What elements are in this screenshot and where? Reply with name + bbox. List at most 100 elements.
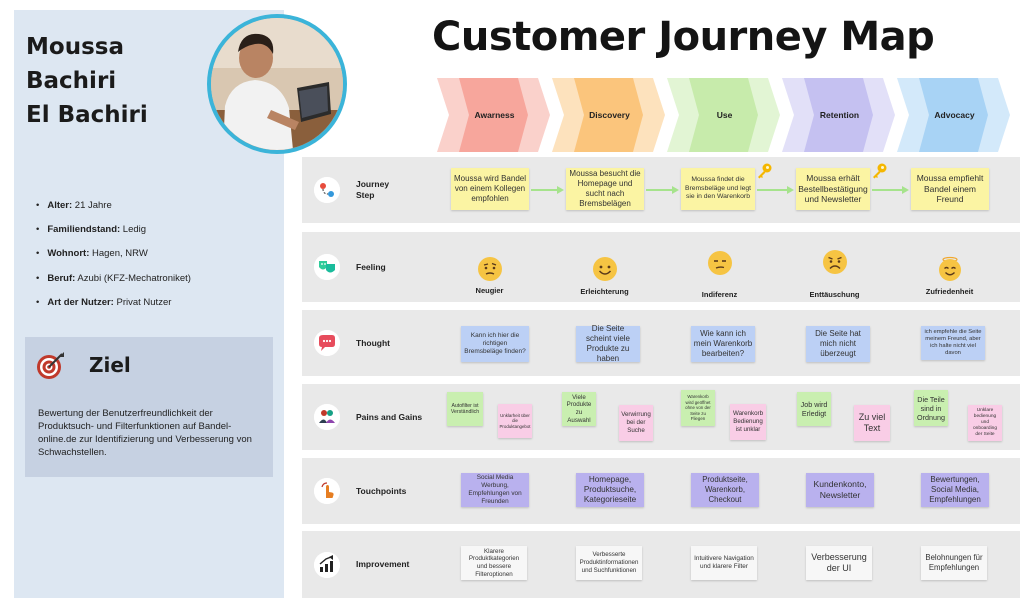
gain-note: Viele Produkte zu Auswahl xyxy=(562,392,596,426)
feeling-label: Indiferenz xyxy=(701,290,738,299)
pain-note: Zu viel Text xyxy=(854,405,890,441)
journey-step-note: Moussa erhält Bestellbestätigung und New… xyxy=(796,168,870,210)
journey-step-note: Moussa empfiehlt Bandel einem Freund xyxy=(911,168,989,210)
phase-3: Retention xyxy=(782,78,897,152)
unamused-face-icon xyxy=(707,250,733,276)
touchpoint-note: Produktseite, Warenkorb, Checkout xyxy=(691,473,759,507)
growth-chart-icon xyxy=(314,551,340,578)
journey-step-note: Moussa besucht die Homepage und sucht na… xyxy=(566,168,644,210)
page-title: Customer Journey Map xyxy=(432,14,935,60)
curious-face-icon xyxy=(477,256,503,282)
persona-fact-user-type: Art der Nutzer: Privat Nutzer xyxy=(36,297,191,321)
row-label-text: Pains and Gains xyxy=(356,412,422,423)
feeling-label: Zufriedenheit xyxy=(925,287,974,296)
phase-2: Use xyxy=(667,78,782,152)
pain-note: Unklare bedienung und onboarding der Sei… xyxy=(968,405,1002,441)
thought-note: ich empfehle die Seite meinem Freund, ab… xyxy=(921,326,985,360)
phase-chevron xyxy=(782,78,895,152)
pain-note: Verwirrung bei der Suche xyxy=(619,405,653,441)
row-background xyxy=(302,458,1020,524)
persona-fact-job: Beruf: Azubi (KFZ-Mechatroniket) xyxy=(36,273,191,297)
row-label-line: Touchpoints xyxy=(356,485,407,496)
row-label-5: Improvement xyxy=(302,531,436,598)
angel-face-icon xyxy=(937,256,963,282)
thought-note: Kann ich hier die richtigen Bremsbeläge … xyxy=(461,326,529,362)
row-background xyxy=(302,384,1020,450)
row-background xyxy=(302,232,1020,302)
phase-4: Advocacy xyxy=(897,78,1012,152)
persona-name-line: Moussa xyxy=(26,34,124,60)
gain-note: Warenkorb wird geöffnet ohne von der Sei… xyxy=(681,390,715,426)
touchpoint-note: Kundenkonto, Newsletter xyxy=(806,473,874,507)
row-label-text: Touchpoints xyxy=(356,486,406,497)
gain-note: Autofilter ist Verständlich xyxy=(447,392,483,426)
touchpoint-note: Homepage, Produktsuche, Kategorieseite xyxy=(576,473,644,507)
row-background xyxy=(302,310,1020,376)
phase-0: Awarness xyxy=(437,78,552,152)
row-label-line: Journey xyxy=(356,179,390,189)
row-label-1: Feeling xyxy=(302,232,436,302)
goal-box: Ziel Bewertung der Benutzerfreundlichkei… xyxy=(25,337,273,477)
goal-title: Ziel xyxy=(89,353,131,377)
journey-step-note: Moussa findet die Bremsbeläge und legt s… xyxy=(681,168,755,210)
row-label-line: Step xyxy=(356,190,375,200)
row-label-2: Thought xyxy=(302,310,436,376)
persona-name: Moussa Bachiri El Bachiri xyxy=(26,30,206,132)
people-icon xyxy=(314,404,340,430)
improvement-note: Belohnungen für Empfehlungen xyxy=(921,546,987,580)
phase-label: Use xyxy=(716,110,733,120)
phase-label: Retention xyxy=(819,110,860,120)
feeling-label: Erleichterung xyxy=(580,287,629,296)
phase-chevron xyxy=(437,78,550,152)
phase-label: Discovery xyxy=(589,110,630,120)
smiling-face-icon xyxy=(592,256,618,282)
key-icon xyxy=(755,162,773,180)
phase-label: Advocacy xyxy=(934,110,975,120)
frowning-face-icon xyxy=(822,249,848,275)
row-label-text: Feeling xyxy=(356,262,386,273)
phase-1: Discovery xyxy=(552,78,667,152)
row-label-line: Thought xyxy=(356,337,390,348)
thought-note: Die Seite scheint viele Produkte zu habe… xyxy=(576,324,640,363)
speech-bubble-icon xyxy=(314,330,340,356)
theater-masks-icon xyxy=(314,254,340,280)
improvement-note: Verbesserte Produktinformationen und Suc… xyxy=(576,546,642,580)
row-background xyxy=(302,531,1020,598)
thought-note: Die Seite hat mich nicht überzeugt xyxy=(806,326,870,362)
touchpoint-note: Bewertungen, Social Media, Empfehlungen xyxy=(921,473,989,507)
persona-name-line: El Bachiri xyxy=(26,102,148,128)
phase-chevron xyxy=(667,78,780,152)
phase-label: Awarness xyxy=(474,110,515,120)
row-label-3: Pains and Gains xyxy=(302,384,436,450)
persona-name-line: Bachiri xyxy=(26,68,117,94)
touchpoint-note: Social Media Werbung, Empfehlungen von F… xyxy=(461,473,529,507)
improvement-note: Intuitivere Navigation und klarere Filte… xyxy=(691,546,757,580)
row-label-text: Thought xyxy=(356,338,390,349)
row-label-line: Feeling xyxy=(356,261,386,272)
phase-chevron xyxy=(552,78,665,152)
goal-text: Bewertung der Benutzerfreundlichkeit der… xyxy=(38,408,252,458)
row-label-4: Touchpoints xyxy=(302,458,436,524)
persona-fact-age: Alter: 21 Jahre xyxy=(36,200,191,224)
pain-note: Warenkorb Bedienung ist unklar xyxy=(730,404,766,440)
persona-fact-residence: Wohnort: Hagen, NRW xyxy=(36,248,191,272)
thought-note: Wie kann ich mein Warenkorb bearbeiten? xyxy=(691,326,755,362)
pain-note: Unklarheit über die Produktangebot xyxy=(498,404,532,438)
target-icon xyxy=(37,352,64,379)
row-label-line: Improvement xyxy=(356,559,410,569)
journey-icon xyxy=(314,177,340,203)
gain-note: Die Teile sind in Ordnung xyxy=(914,390,948,426)
journey-step-note: Moussa wird Bandel von einem Kollegen em… xyxy=(451,168,529,210)
improvement-note: Verbesserung der UI xyxy=(806,546,872,580)
persona-facts: Alter: 21 Jahre Familiendstand: Ledig Wo… xyxy=(36,200,191,321)
persona-fact-status: Familiendstand: Ledig xyxy=(36,224,191,248)
feeling-label: Enttäuschung xyxy=(809,290,860,299)
improvement-note: Klarere Produktkategorien und bessere Fi… xyxy=(461,546,527,580)
feeling-label: Neugier xyxy=(475,286,504,295)
gain-note: Job wird Erledigt xyxy=(797,392,831,426)
touch-icon xyxy=(314,478,340,504)
persona-photo xyxy=(207,14,347,154)
phase-chevron xyxy=(897,78,1010,152)
